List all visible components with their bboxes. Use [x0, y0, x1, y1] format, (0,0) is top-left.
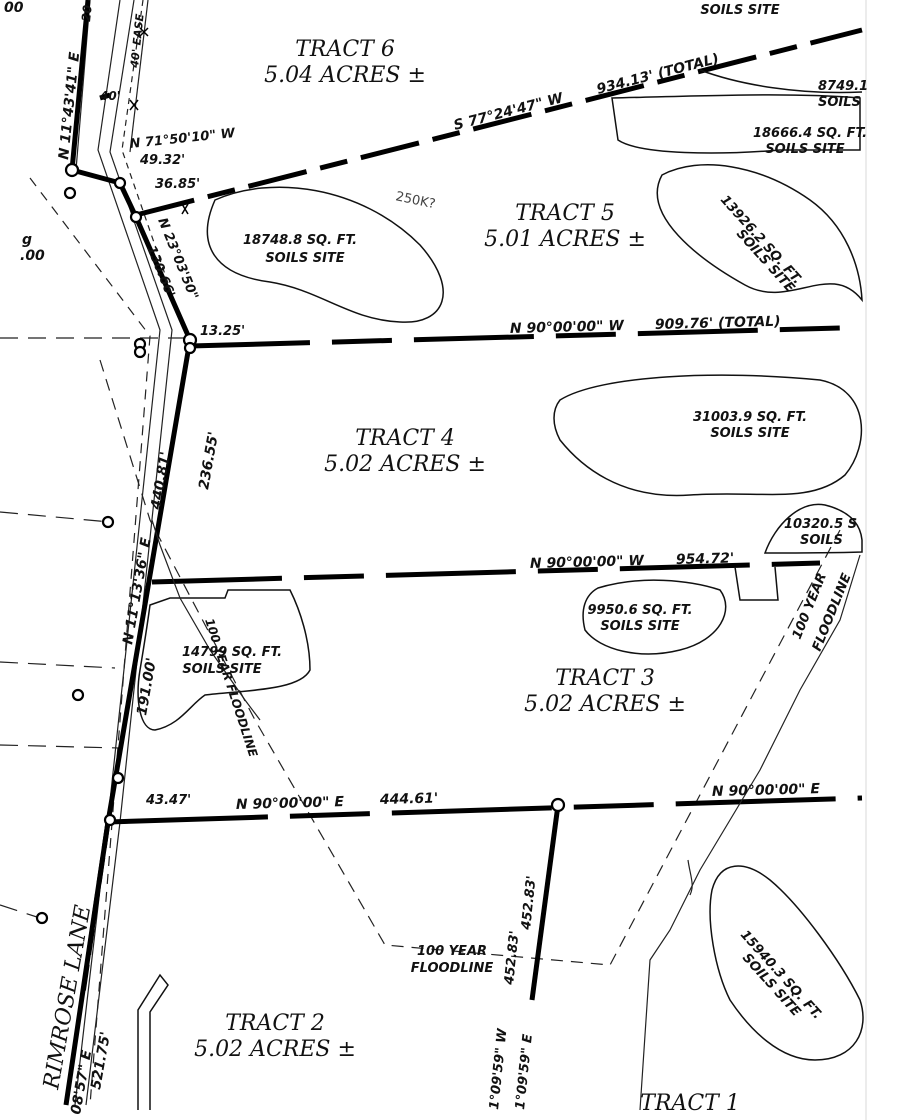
tract1-name: TRACT 1: [640, 1091, 740, 1116]
tract6-acres: 5.04 ACRES ±: [264, 63, 426, 88]
floodline-curves: [151, 519, 861, 1111]
div-left-dist: 452.83': [502, 930, 523, 986]
soils-site-7: [734, 566, 779, 601]
tract3-acres: 5.02 ACRES ±: [524, 692, 686, 717]
bearing-4-3: N 90°00'00" W: [530, 553, 645, 572]
soils7-area: 9950.6 SQ. FT.: [587, 603, 692, 618]
dist-4-3: 954.72': [676, 550, 735, 568]
soils1-area: 18748.8 SQ. FT.: [243, 233, 357, 248]
tract5-name: TRACT 5: [515, 201, 615, 226]
soils7-label: SOILS SITE: [600, 619, 679, 634]
edge-fragment-1: g: [22, 232, 32, 248]
edge-fragment-3: 00: [4, 0, 24, 16]
soils-site-1: [206, 186, 444, 323]
soils-site-11: [137, 973, 169, 1110]
bearing-3-2-right: N 90°00'00" E: [712, 781, 821, 800]
soils-site-9: [137, 589, 311, 731]
seg-40: 40': [99, 89, 120, 103]
dist-3-2: 444.61': [379, 790, 439, 808]
tract4-acres: 5.02 ACRES ±: [324, 452, 486, 477]
tract2-acres: 5.02 ACRES ±: [194, 1037, 356, 1062]
tract2-name: TRACT 2: [225, 1011, 325, 1036]
seg-20: 20: [79, 4, 95, 22]
seg-4347: 43.47': [145, 793, 191, 808]
floodline-boundary: [99, 359, 841, 966]
soils-site-3: [699, 69, 863, 94]
tract4-name: TRACT 4: [355, 426, 455, 451]
seg-1325: 13.25': [200, 324, 245, 339]
monuments: [35, 162, 566, 925]
soils6-area: 10320.5 S: [784, 517, 857, 532]
tick-marks: [129, 27, 189, 215]
flag-top-dist: 49.32': [139, 153, 185, 168]
soils8-label: SOILS SITE: [182, 662, 261, 677]
floodline-b-line1: 100 YEAR: [417, 944, 487, 959]
seg-40-ease: 40' EASE: [128, 13, 147, 70]
bearing-5-4: N 90°00'00" W: [510, 318, 625, 337]
tract3-name: TRACT 3: [555, 666, 655, 691]
soils-site-6: [763, 503, 863, 554]
tract5-acres: 5.01 ACRES ±: [484, 227, 646, 252]
soils-site-4: [656, 164, 863, 303]
soils-site-2: [611, 94, 861, 154]
soils6-label: SOILS: [800, 533, 843, 548]
upper-boundary: [69, 0, 91, 171]
soils-site-5: [553, 374, 863, 497]
soils-site-8: [582, 579, 727, 655]
div-right-dist: 452.83': [519, 875, 540, 931]
tract6-name: TRACT 6: [295, 37, 395, 62]
soils3-area: 8749.1: [818, 79, 868, 94]
soils-site-10: [709, 865, 864, 1061]
soils5-label: SOILS SITE: [710, 426, 789, 441]
edge-fragment-2: .00: [20, 248, 45, 264]
soils2-area: 18666.4 SQ. FT.: [753, 126, 867, 141]
floodline-b-line2: FLOODLINE: [411, 961, 494, 976]
seg-3685: 36.85': [155, 177, 200, 192]
soils2-label: SOILS SITE: [765, 142, 844, 157]
dist-5-4: 909.76' (TOTAL): [655, 314, 781, 333]
soils5-area: 31003.9 SQ. FT.: [693, 410, 807, 425]
soils-site-shapes: [137, 69, 864, 1110]
soils1-label: SOILS SITE: [265, 251, 344, 266]
tract-lines: [107, 27, 863, 1001]
bearing-3-2: N 90°00'00" E: [236, 794, 345, 813]
soils10-label: SOILS SITE: [700, 3, 779, 18]
offsite-lines: [0, 337, 195, 919]
soils8-area: 14799 SQ. FT.: [182, 645, 282, 660]
soils3-label: SOILS: [818, 95, 861, 110]
